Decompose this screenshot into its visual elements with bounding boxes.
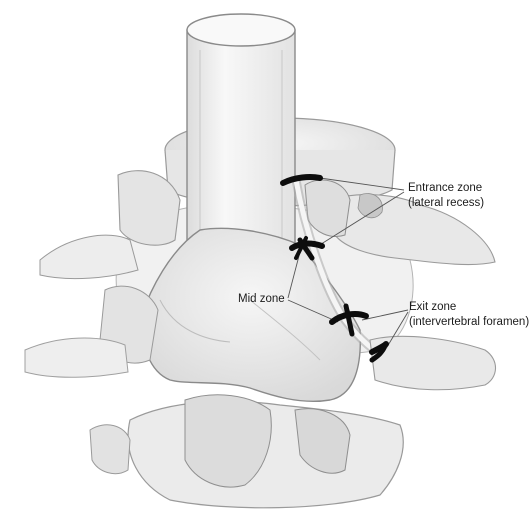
left-processes-lower bbox=[25, 286, 158, 377]
mid-zone-title: Mid zone bbox=[238, 293, 285, 305]
entrance-zone-label: Entrance zone (lateral recess) bbox=[408, 181, 484, 211]
dural-sac bbox=[187, 14, 295, 260]
mid-zone-label: Mid zone bbox=[238, 292, 285, 307]
inferior-vertebra bbox=[90, 395, 403, 508]
entrance-zone-title: Entrance zone bbox=[408, 181, 484, 196]
exit-zone-label: Exit zone (intervertebral foramen) bbox=[409, 300, 529, 330]
exit-zone-subtitle: (intervertebral foramen) bbox=[409, 315, 529, 330]
exit-zone-title: Exit zone bbox=[409, 300, 529, 315]
entrance-zone-subtitle: (lateral recess) bbox=[408, 196, 484, 211]
